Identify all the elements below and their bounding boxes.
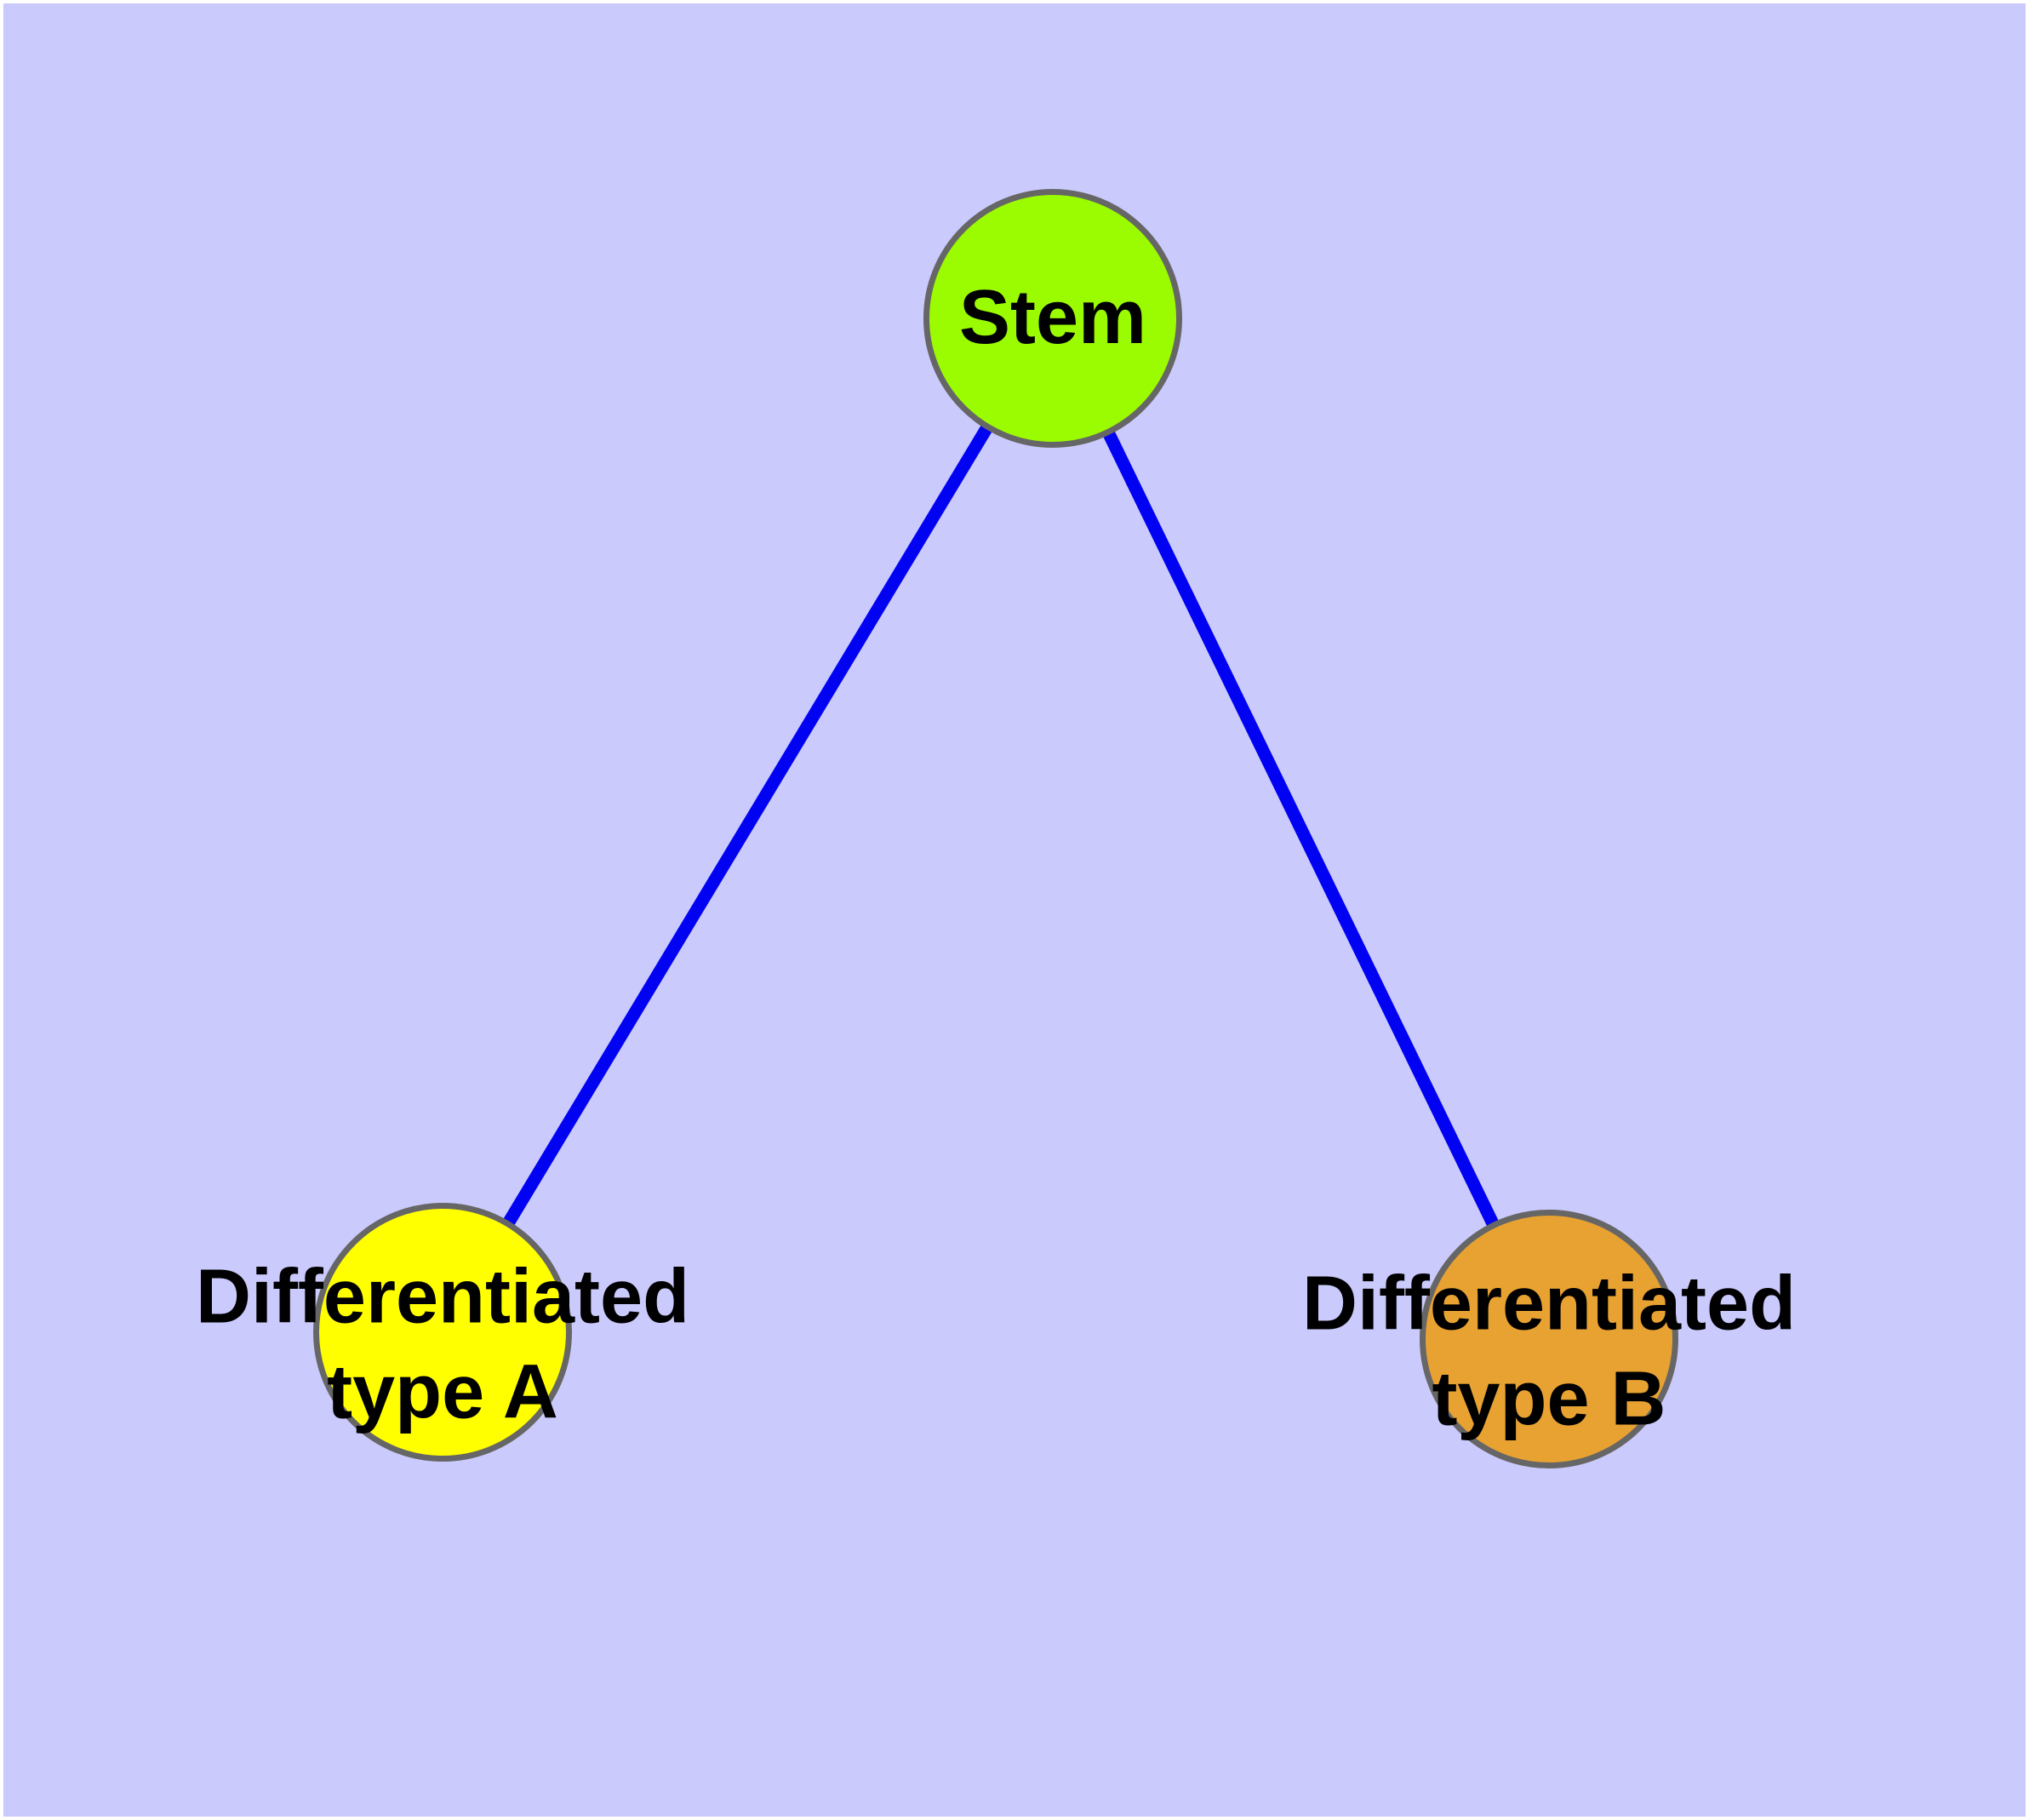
edge-stem-to-type-b [1047, 315, 1555, 1342]
node-differentiated-type-a-label: Differentiated type A [195, 1254, 690, 1434]
edges-layer [437, 315, 1555, 1342]
diagram-canvas: Stem Differentiated type A Differentiate… [3, 3, 2026, 1817]
node-differentiated-type-a [313, 1203, 572, 1462]
node-stem [923, 189, 1182, 448]
node-differentiated-type-b [1420, 1210, 1678, 1468]
node-stem-label: Stem [958, 275, 1147, 361]
node-differentiated-type-b-label: Differentiated type B [1301, 1261, 1797, 1441]
edge-stem-to-type-a [437, 315, 1059, 1336]
